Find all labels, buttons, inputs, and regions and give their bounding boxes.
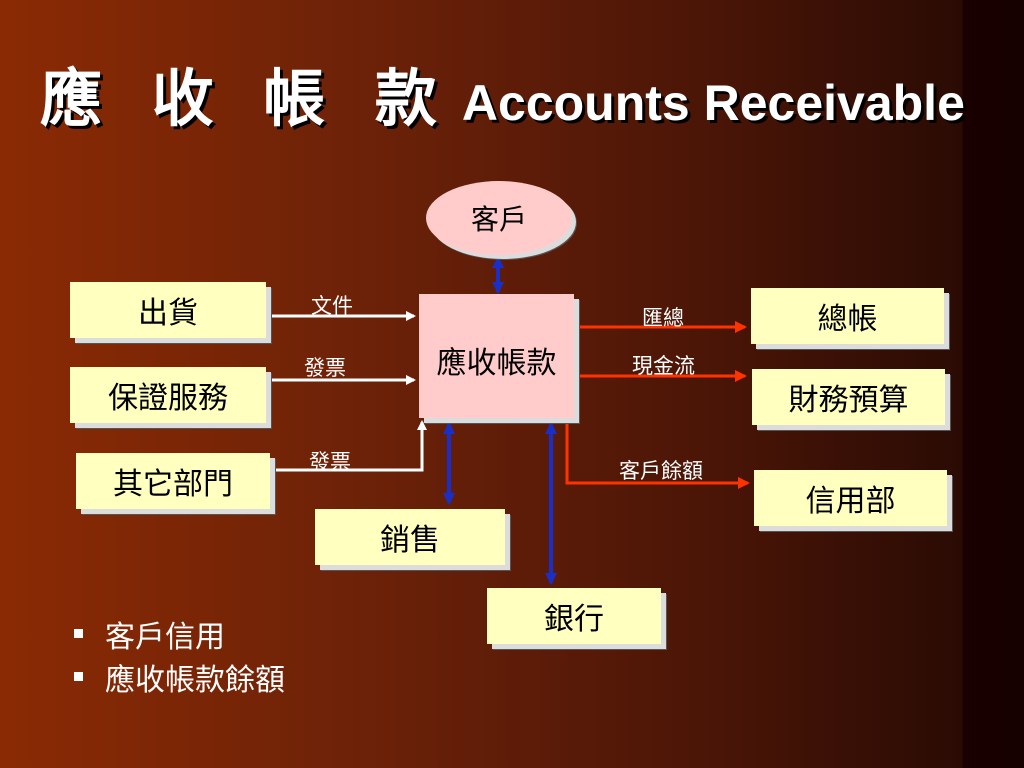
bullet-square-icon — [74, 672, 83, 681]
flow-label-document: 文件 — [311, 294, 353, 318]
arrow-credit — [565, 420, 750, 489]
bullet-item: 客戶信用 — [70, 612, 285, 655]
credit-department-node: 信用部 — [754, 470, 947, 526]
bullet-list: 客戶信用 應收帳款餘額 — [70, 612, 285, 698]
flow-label-cash-flow: 現金流 — [632, 354, 695, 378]
sales-node: 銷售 — [315, 509, 505, 565]
other-departments-node: 其它部門 — [76, 453, 270, 509]
bank-node: 銀行 — [487, 588, 661, 644]
general-ledger-node: 總帳 — [751, 288, 944, 344]
title-chinese: 應 收 帳 款 — [40, 62, 451, 135]
flow-label-summary: 匯總 — [642, 306, 684, 330]
arrow-other-dept — [276, 420, 427, 472]
customer-node: 客戶 — [426, 181, 572, 255]
bullet-text: 客戶信用 — [105, 619, 225, 655]
title-english: Accounts Receivable — [461, 75, 965, 131]
slide-title: 應 收 帳 款 Accounts Receivable — [40, 48, 965, 138]
accounts-receivable-node: 應收帳款 — [419, 294, 574, 418]
flow-label-invoice-1: 發票 — [304, 356, 346, 380]
bullet-text: 應收帳款餘額 — [105, 662, 285, 698]
flow-label-invoice-2: 發票 — [309, 450, 351, 474]
bullet-item: 應收帳款餘額 — [70, 655, 285, 698]
shipment-node: 出貨 — [70, 282, 266, 338]
flow-label-customer-balance: 客戶餘額 — [619, 459, 703, 483]
bullet-square-icon — [74, 629, 83, 638]
warranty-service-node: 保證服務 — [70, 367, 266, 423]
financial-budget-node: 財務預算 — [752, 369, 945, 425]
